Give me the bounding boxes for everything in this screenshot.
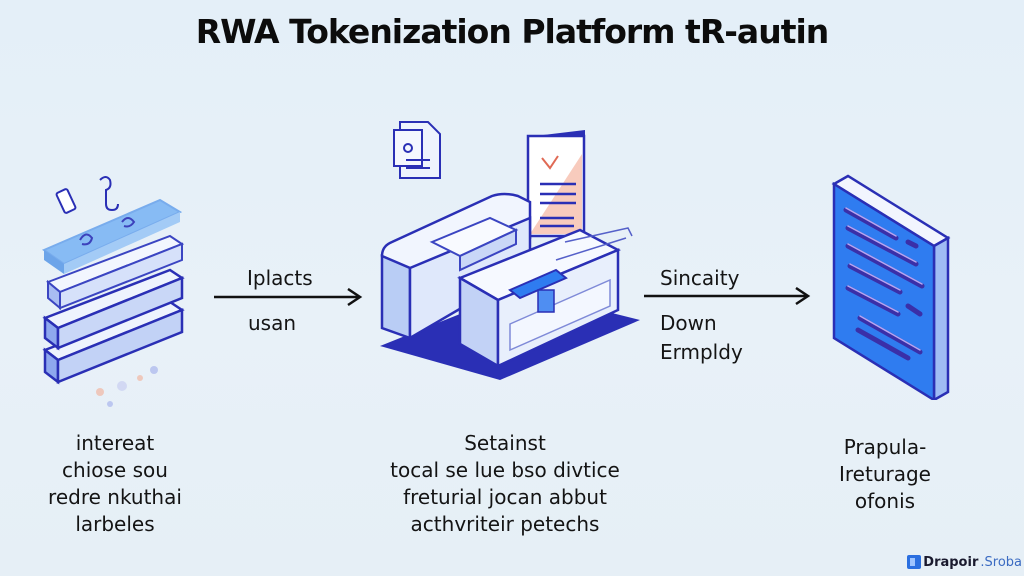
caption-line: chiose sou [62, 458, 168, 482]
brand-logo-icon [907, 555, 922, 569]
token-document-icon [831, 174, 951, 400]
tokenization-machine-icon [380, 121, 640, 380]
stack-layer-3 [42, 268, 185, 351]
caption-line: ofonis [854, 489, 916, 513]
stage-1-caption: intereat chiose sou redre nkuthai larbel… [30, 430, 200, 538]
machine-tray [457, 228, 621, 369]
arrow-2-label-below-2: Ermpldy [660, 340, 743, 364]
arrow-1-label-below: usan [248, 311, 297, 335]
stage-3-caption: Prapula- Ireturage ofonis [810, 434, 960, 515]
caption-line: freturial jocan abbut [403, 485, 607, 509]
scattered-fragments [96, 366, 158, 407]
watermark: Drapoir.Sroba [907, 551, 1022, 573]
stack-layer-2 [46, 234, 185, 311]
hook-icon [99, 176, 119, 212]
arrow-right-icon [214, 288, 363, 307]
arrow-right-icon [644, 287, 811, 306]
certificate-card-icon [526, 130, 586, 238]
caption-line: intereat [75, 431, 155, 455]
caption-line: Ireturage [839, 462, 931, 486]
caption-line: redre nkuthai [48, 485, 182, 509]
caption-line: Prapula- [843, 435, 927, 459]
stage-2-caption: Setainst tocal se lue bso divtice fretur… [355, 430, 655, 538]
tag-icon [55, 188, 77, 214]
watermark-suffix: .Sroba [980, 554, 1022, 570]
stack-layer-1 [41, 198, 183, 274]
arrow-2-label-below-1: Down [660, 311, 717, 335]
caption-line: acthvriteir petechs [410, 512, 600, 536]
page-title: RWA Tokenization Platform tR-autin [195, 12, 830, 51]
caption-line: tocal se lue bso divtice [390, 458, 620, 482]
layered-asset-stack-icon [41, 176, 185, 407]
arrow-2-label-above: Sincaity [660, 266, 740, 290]
watermark-brand: Drapoir [923, 554, 979, 570]
document-icon [393, 121, 441, 179]
arrow-1-label-above: Iplacts [247, 266, 313, 290]
caption-line: Setainst [464, 431, 546, 455]
caption-line: larbeles [75, 512, 155, 536]
